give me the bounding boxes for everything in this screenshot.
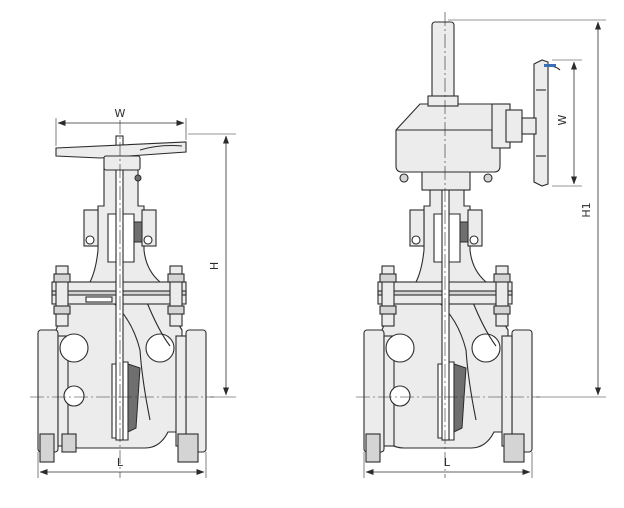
length-label-right: L <box>444 456 451 469</box>
handwheel-nut <box>103 155 141 171</box>
valve-stem <box>115 135 124 441</box>
handwheel-gate-valve-drawing <box>30 120 214 478</box>
stem-cover-tube <box>431 21 455 107</box>
gear-operated-gate-valve-drawing <box>356 12 561 478</box>
body-boss-left <box>59 333 89 363</box>
foot-left <box>61 433 77 453</box>
valve-stem-right <box>441 175 450 441</box>
gear-handwheel-rim[interactable] <box>533 59 549 187</box>
gearbox <box>395 103 523 191</box>
gear-handwheel-hub <box>521 117 537 135</box>
gearbox-adapter <box>421 169 471 191</box>
handwheel[interactable] <box>55 141 187 182</box>
gear-handwheel[interactable] <box>521 59 561 187</box>
body-boss-right <box>145 333 175 363</box>
handwheel-rim[interactable] <box>55 141 187 159</box>
gearbox-housing <box>395 103 501 173</box>
handle-marker <box>544 64 556 67</box>
right-dimensions: W H1 L <box>363 19 606 478</box>
height-label: H <box>208 262 221 270</box>
length-label: L <box>117 456 124 469</box>
port-circle-right <box>389 385 411 407</box>
foot-left-lower <box>39 433 55 463</box>
handwheel-dimension-label: W <box>556 114 569 125</box>
foot-right <box>177 433 199 463</box>
width-label: W <box>115 107 126 120</box>
left-dimensions: W H L <box>37 107 236 478</box>
port-circle <box>63 385 85 407</box>
overall-height-label: H1 <box>580 202 593 217</box>
bonnet-yoke-right <box>409 189 488 283</box>
